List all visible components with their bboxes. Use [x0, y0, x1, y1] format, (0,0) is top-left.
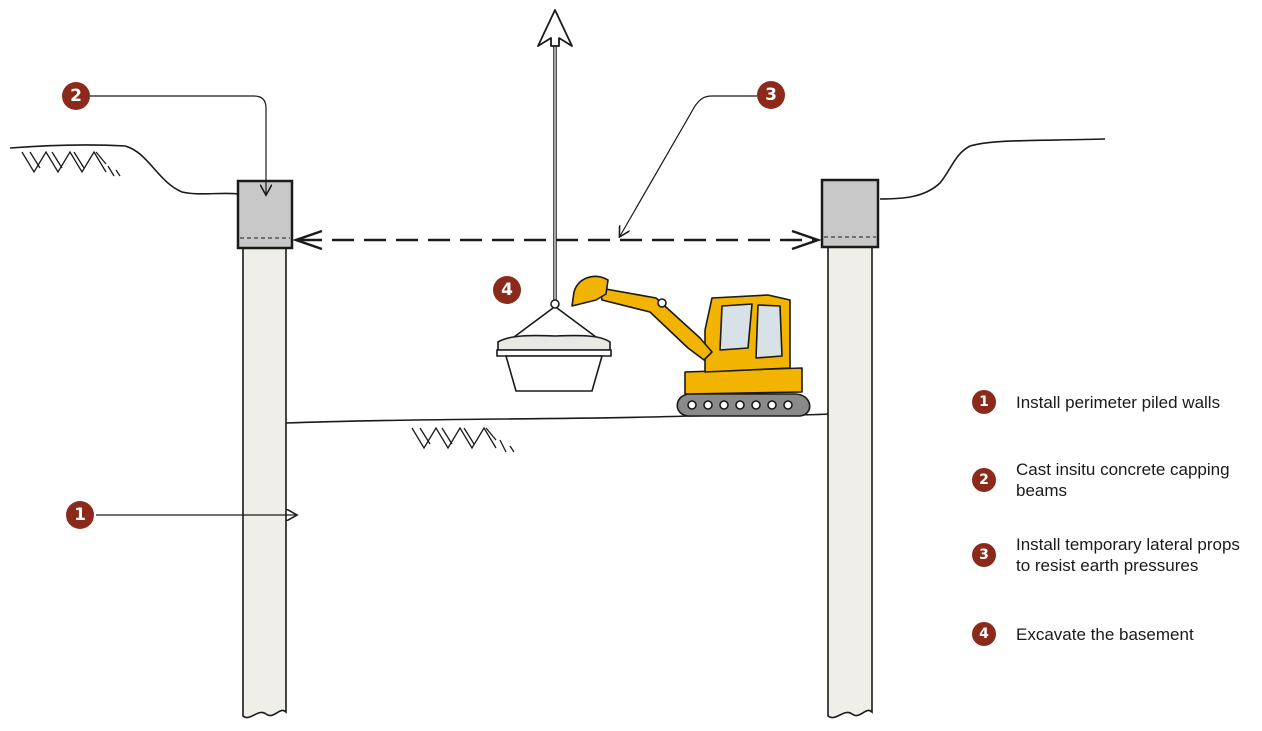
lift-up-arrow — [537, 9, 573, 47]
legend-text: Excavate the basement — [1016, 624, 1194, 644]
ground-surface-left — [9, 144, 239, 195]
prop-arrow-left — [292, 229, 323, 251]
marker-1: 1 — [66, 501, 94, 529]
left-pile — [242, 247, 287, 719]
legend-item-2: 2 Cast insitu concrete capping beams — [972, 459, 1262, 501]
marker-3: 3 — [757, 81, 785, 109]
leader-line-2 — [90, 95, 266, 194]
prop-arrow-right — [791, 229, 822, 251]
legend-badge: 1 — [972, 390, 996, 414]
mini-excavator — [571, 275, 811, 417]
right-pile — [827, 245, 873, 719]
legend-text: Install perimeter piled walls — [1016, 392, 1221, 412]
marker-4: 4 — [493, 276, 521, 304]
legend-item-3: 3 Install temporary lateral props to res… — [972, 534, 1262, 576]
ground-surface-right — [879, 138, 1106, 200]
legend-badge: 2 — [972, 468, 996, 492]
leader-line-3 — [620, 95, 757, 236]
legend-item-4: 4 Excavate the basement — [972, 622, 1262, 646]
legend-text: Cast insitu concrete capping beams — [1016, 460, 1230, 500]
legend-badge: 4 — [972, 622, 996, 646]
right-capping-beam — [820, 178, 880, 249]
legend-text: Install temporary lateral props to resis… — [1016, 535, 1240, 575]
soil-hatch-left — [21, 150, 121, 177]
legend-badge: 3 — [972, 543, 996, 567]
legend-item-1: 1 Install perimeter piled walls — [972, 390, 1262, 414]
spoil-skip — [496, 307, 612, 392]
marker-2: 2 — [62, 82, 90, 110]
soil-hatch-floor — [411, 426, 515, 453]
